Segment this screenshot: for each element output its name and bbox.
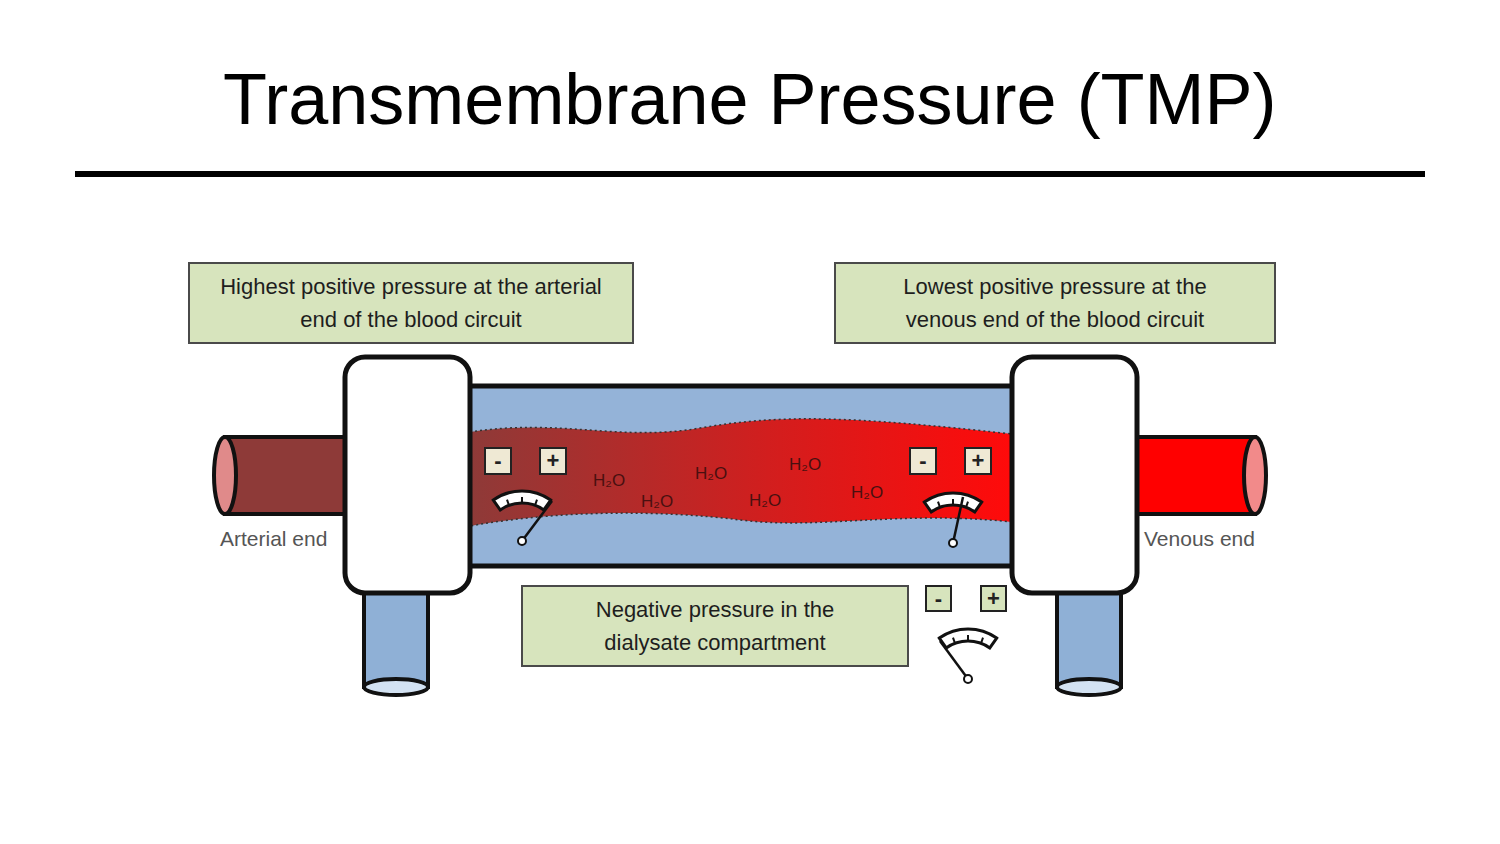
sign-symbol: + xyxy=(972,450,985,472)
water-label: H₂O xyxy=(641,492,673,512)
water-label: H₂O xyxy=(593,471,625,491)
membrane-line xyxy=(470,513,1012,526)
callout-text: Lowest positive pressure at the venous e… xyxy=(866,270,1244,336)
arterial-tube xyxy=(214,437,350,514)
dialyzer-end-cap xyxy=(1012,357,1137,593)
sign-symbol: - xyxy=(935,588,942,610)
dialysate-inlet-port xyxy=(364,585,428,695)
water-label: H₂O xyxy=(789,455,821,475)
venous-tube xyxy=(1130,437,1266,514)
end-label: Arterial end xyxy=(220,527,327,551)
sign-symbol: + xyxy=(987,588,1000,610)
sign-symbol: - xyxy=(494,450,501,472)
sign-box: - xyxy=(925,585,952,612)
water-label: H₂O xyxy=(695,464,727,484)
sign-box: - xyxy=(909,447,937,475)
callout-box: Negative pressure in the dialysate compa… xyxy=(521,585,909,667)
title-rule xyxy=(75,171,1425,177)
water-label: H₂O xyxy=(851,483,883,503)
diagram-title: Transmembrane Pressure (TMP) xyxy=(223,58,1277,140)
dialyzer-end-cap xyxy=(345,357,470,593)
callout-box: Lowest positive pressure at the venous e… xyxy=(834,262,1276,344)
callout-box: Highest positive pressure at the arteria… xyxy=(188,262,634,344)
blood-compartment xyxy=(470,419,1012,526)
membrane-line xyxy=(470,419,1012,434)
pressure-gauge xyxy=(924,493,981,547)
sign-symbol: - xyxy=(919,450,926,472)
dialysate-compartment xyxy=(462,386,1020,566)
sign-box: + xyxy=(964,447,992,475)
callout-text: Negative pressure in the dialysate compa… xyxy=(553,593,877,659)
pressure-gauge xyxy=(939,629,996,683)
sign-box: - xyxy=(484,447,512,475)
sign-box: + xyxy=(980,585,1007,612)
pressure-gauge xyxy=(493,491,552,545)
callout-text: Highest positive pressure at the arteria… xyxy=(220,270,602,336)
dialysate-outlet-port xyxy=(1057,585,1121,695)
water-label: H₂O xyxy=(749,491,781,511)
sign-symbol: + xyxy=(547,450,560,472)
end-label: Venous end xyxy=(1144,527,1255,551)
sign-box: + xyxy=(539,447,567,475)
